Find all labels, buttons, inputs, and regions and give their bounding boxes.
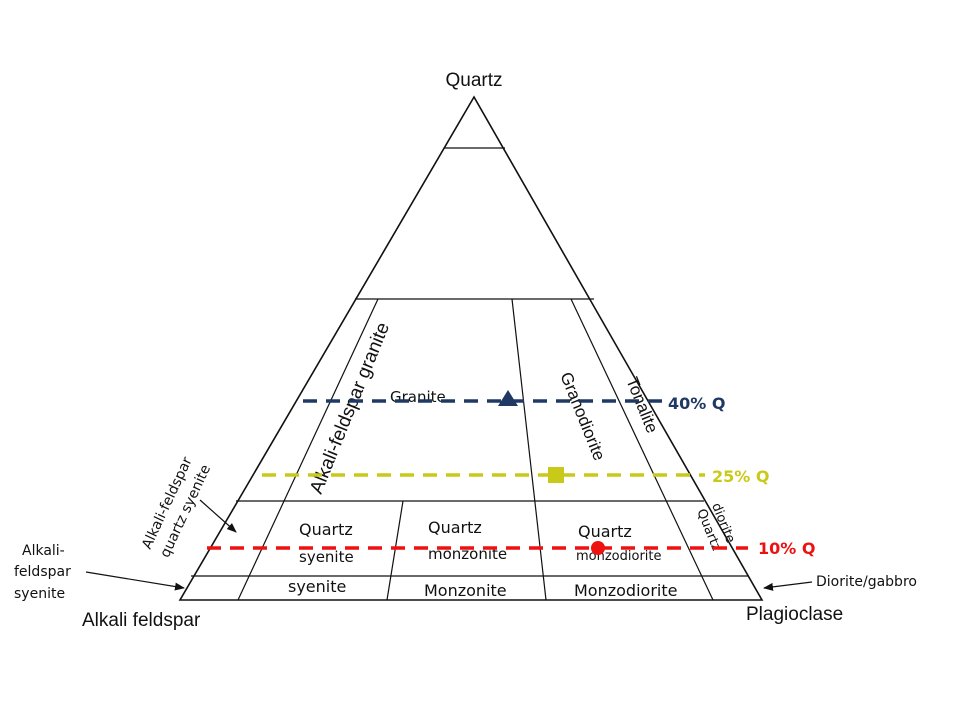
label-granodiorite: Granodiorite — [556, 369, 609, 463]
level-marker-circle — [591, 541, 605, 555]
label-diorite-gabbro: Diorite/gabbro — [816, 574, 917, 590]
label-tonalite: Tonalite — [622, 374, 662, 435]
quartz-levels: 40% Q 25% Q 10% Q — [207, 390, 815, 558]
label-monzodiorite: Monzodiorite — [574, 581, 677, 600]
label-afs-1: Alkali- — [22, 543, 65, 559]
arrow-afs — [85, 571, 185, 591]
label-alkali-feldspar-vertex: Alkali feldspar — [82, 610, 201, 631]
label-afqs: Alkali-feldspar quartz syenite — [139, 454, 214, 560]
level-label-0: 40% Q — [668, 394, 725, 413]
label-afs-2: feldspar — [14, 564, 71, 580]
boundary-granite-granodiorite — [511, 298, 547, 601]
label-quartz-vertex: Quartz — [445, 70, 502, 91]
label-quartz-monzodiorite-1: Quartz — [578, 522, 632, 541]
arrow-diorite-gabbro — [763, 581, 813, 591]
label-quartz-monzodiorite-2: monzodiorite — [576, 549, 662, 564]
triangle-outline — [178, 95, 764, 601]
boundary-qmonzonite-left — [386, 500, 404, 601]
label-alkali-feldspar-granite: Alkali-feldspar granite — [306, 320, 394, 497]
arrow-afqs — [199, 499, 237, 533]
label-quartz-syenite-2: syenite — [299, 548, 354, 566]
label-quartz-diorite: Quartz diorite — [693, 501, 737, 553]
level-label-2: 10% Q — [758, 539, 815, 558]
label-monzonite: Monzonite — [424, 581, 507, 600]
boundary-granodiorite-tonalite — [570, 298, 714, 601]
boundary-af-granite — [237, 298, 379, 601]
label-syenite: syenite — [288, 577, 346, 596]
label-quartz-monzonite-1: Quartz — [428, 518, 482, 537]
level-marker-square — [548, 467, 564, 483]
label-granite: Granite — [390, 388, 446, 406]
label-quartz-syenite-1: Quartz — [299, 520, 353, 539]
label-afs-3: syenite — [14, 586, 65, 602]
level-marker-triangle — [498, 390, 518, 406]
level-label-1: 25% Q — [712, 467, 769, 486]
label-plagioclase-vertex: Plagioclase — [746, 604, 843, 625]
